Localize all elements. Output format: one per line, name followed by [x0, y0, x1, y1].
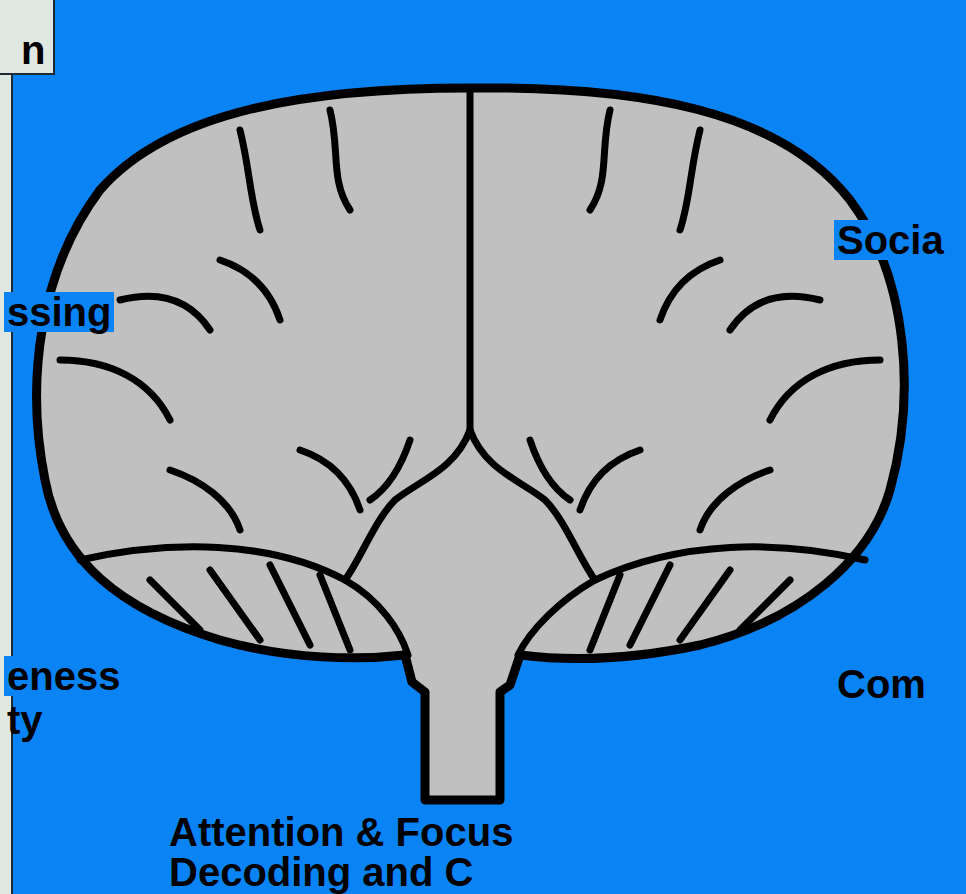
cut-label: Com [834, 664, 929, 704]
function-label: Attention & Focus [166, 812, 516, 852]
side-panel [0, 0, 12, 894]
cut-label: n [18, 30, 48, 70]
cut-label: ty [4, 700, 46, 740]
cut-label: Socia [834, 220, 947, 260]
function-label: Decoding and C [166, 852, 476, 892]
panel-border [11, 0, 13, 894]
cut-label: ssing [4, 292, 114, 332]
cut-label: eness [4, 656, 123, 696]
panel-border [0, 0, 54, 74]
brain [37, 88, 905, 800]
corner-panel [0, 0, 54, 74]
